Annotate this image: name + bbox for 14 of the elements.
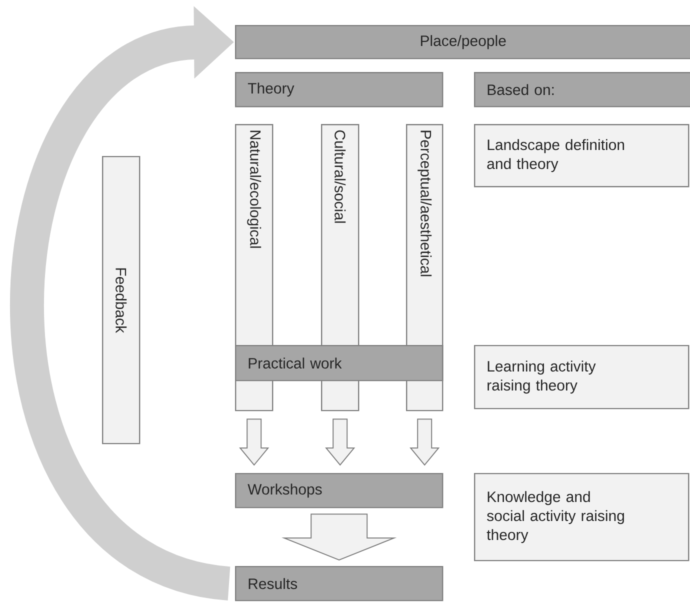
process-box: Based on:	[474, 72, 690, 108]
block-arrow	[282, 514, 397, 561]
process-box: Practical work	[235, 344, 444, 382]
process-box: Results	[235, 566, 444, 602]
block-arrow	[410, 418, 440, 466]
text-box: Landscape definition and theory	[474, 124, 690, 188]
text-box: Knowledge and social activity raising theory	[474, 472, 690, 562]
process-box: Place/people	[235, 24, 690, 60]
text-box: Feedback	[102, 156, 140, 444]
process-box: Theory	[235, 72, 444, 108]
text-box: Learning activity raising theory	[474, 344, 690, 410]
block-arrow	[239, 418, 270, 466]
block-arrow	[325, 418, 356, 466]
process-box: Workshops	[235, 472, 444, 508]
